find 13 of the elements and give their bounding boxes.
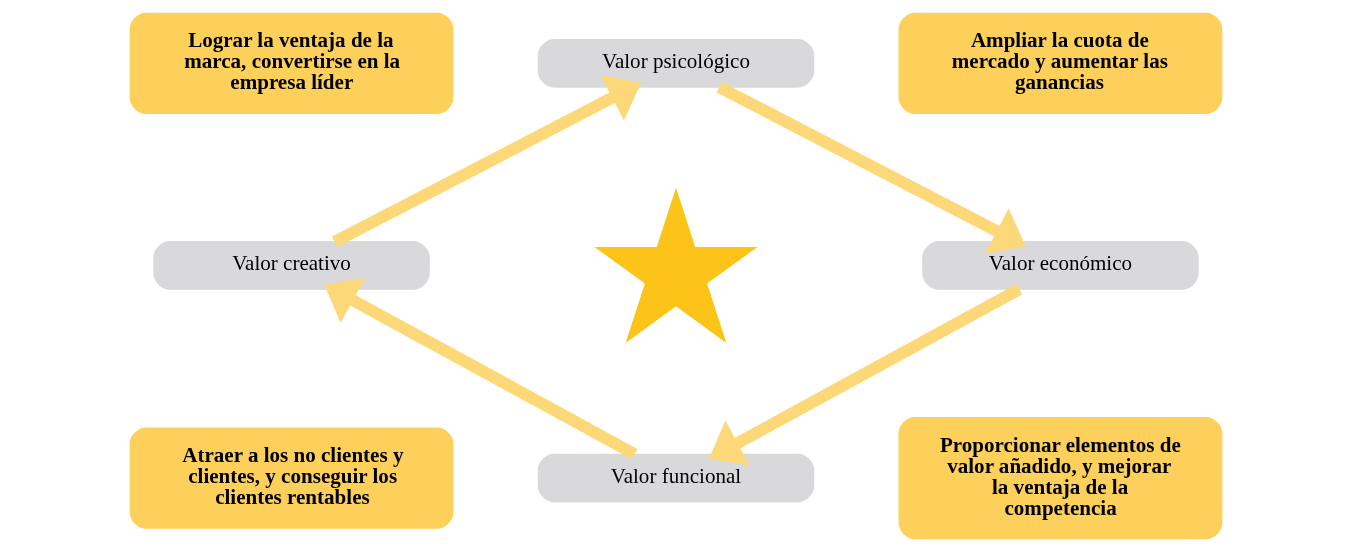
node-box: Valor funcional — [537, 453, 814, 503]
node-box: Valor económico — [921, 241, 1199, 290]
node-box: Valor creativo — [152, 241, 430, 290]
node-box: Proporcionar elementos de valor añadido, y mejorar la ventaja de la competencia — [898, 416, 1222, 540]
arrow — [323, 277, 637, 460]
arrow — [708, 284, 1022, 466]
node-box: Valor psicológico — [537, 39, 814, 88]
node-box: Ampliar la cuota de mercado y aumentar las ganancias — [898, 12, 1222, 115]
node-box: Atraer a los no clientes y clientes, y conseguir los clientes rentables — [129, 427, 453, 529]
arrow — [716, 81, 1026, 254]
node-box: Lograr la ventaja de la marca, convertirse en la empresa líder — [129, 12, 453, 115]
node-star — [593, 187, 758, 343]
arrow — [331, 75, 641, 247]
